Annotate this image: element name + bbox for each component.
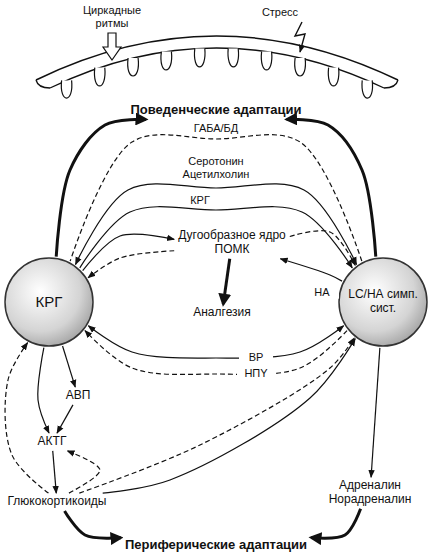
hormone-box: Глюкокортикоиды: [2, 495, 112, 509]
adaptation-heading: Периферические адаптации: [106, 538, 326, 553]
node-text: ПОМК: [213, 243, 252, 257]
cortex-inner-edge: [50, 48, 384, 88]
inhibition-connector: [88, 251, 174, 278]
signal-connector: [88, 326, 343, 358]
input-label: Стресс: [250, 6, 310, 19]
inhibition-connector: [5, 343, 48, 493]
signal-connector: [83, 234, 174, 270]
signal-connector: [80, 207, 352, 268]
signal-label: НПY: [237, 367, 275, 380]
cortex-fold: [295, 58, 306, 76]
signal-connector: [223, 259, 229, 304]
signal-label: НА: [305, 286, 339, 299]
signal-label: ВР: [239, 351, 273, 364]
signal-label: Серотонин Ацетилхолин: [169, 155, 263, 180]
signal-label: КРГ: [178, 194, 222, 207]
signal-connector: [53, 451, 57, 493]
hormone-box: Адреналин Норадреналин: [320, 479, 420, 507]
inhibition-connector: [79, 338, 354, 493]
cortex-end: [36, 80, 50, 88]
cortex-fold: [161, 52, 172, 70]
nucleus-circle: LC/НА симп. сист.: [338, 257, 428, 347]
effect-box: Аналгезия: [177, 306, 267, 320]
hormone-box: АВП: [58, 389, 98, 403]
node-text: АКТГ: [36, 435, 69, 449]
input-arrow: [103, 33, 121, 60]
cortex-fold: [328, 68, 339, 86]
stress-arrow: [295, 22, 305, 52]
cortex-fold: [194, 48, 205, 66]
node-text: АВП: [64, 389, 93, 403]
connector-group: [5, 119, 380, 538]
cortex-fold: [128, 58, 139, 76]
signal-connector: [76, 184, 357, 265]
signal-connector: [65, 511, 121, 538]
nucleus-box: Дугообразное ядроПОМК: [167, 229, 297, 257]
cortex-outer-edge: [36, 36, 398, 80]
cortex-illustration: [36, 22, 398, 98]
node-text: Адреналин Норадреналин: [320, 479, 420, 507]
node-text: Дугообразное ядро: [176, 229, 288, 243]
signal-connector: [63, 346, 76, 387]
signal-connector: [103, 339, 355, 493]
node-text: КРГ: [34, 293, 65, 310]
node-text: Поведенческие адаптации: [129, 103, 304, 118]
input-label: Циркадные ритмы: [72, 4, 152, 29]
cortex-fold: [94, 68, 105, 86]
circle-shape: [339, 258, 427, 346]
signal-connector: [57, 405, 73, 433]
inhibition-connector: [67, 451, 100, 493]
node-text: Периферические адаптации: [123, 538, 309, 553]
signal-connector: [280, 259, 342, 281]
nucleus-circle: КРГ: [4, 257, 94, 347]
node-text: LC/НА симп. сист.: [338, 288, 428, 316]
node-text: Аналгезия: [191, 306, 253, 320]
node-text: Глюкокортикоиды: [6, 495, 109, 509]
cortex-end: [384, 80, 398, 88]
hormone-box: АКТГ: [29, 435, 75, 449]
signal-connector: [311, 509, 361, 538]
signal-connector: [38, 348, 49, 433]
signal-connector: [371, 348, 380, 477]
cortex-fold: [362, 80, 373, 98]
cortex-fold: [261, 52, 272, 70]
circle-shape: [5, 258, 93, 346]
inhibition-connector: [290, 231, 355, 266]
inhibition-connector: [70, 135, 362, 261]
cortex-fold: [61, 80, 72, 98]
adaptation-heading: Поведенческие адаптации: [106, 103, 326, 118]
cortex-fold: [228, 48, 239, 66]
signal-label: ГАБА/БД: [179, 122, 253, 135]
inhibition-connector: [85, 331, 347, 375]
